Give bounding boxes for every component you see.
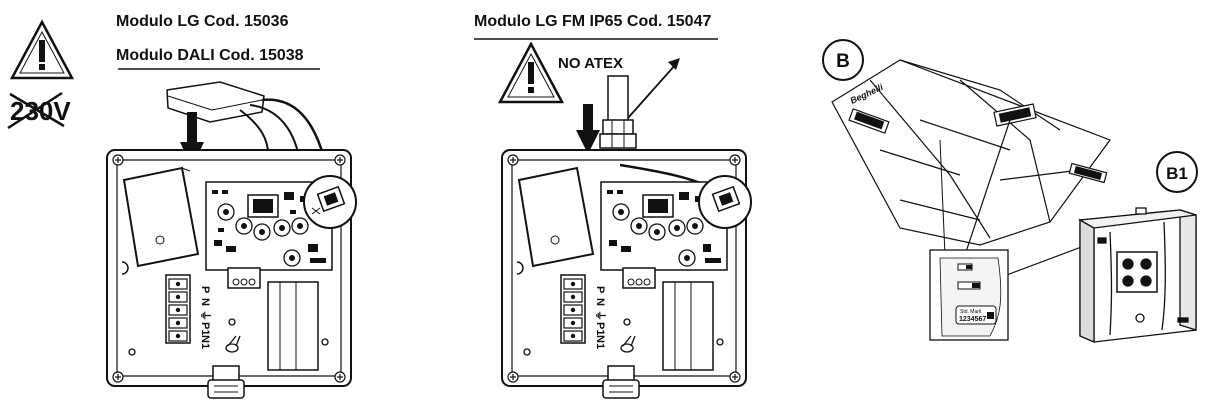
- cross-line: [9, 92, 65, 128]
- vertical-module: [599, 58, 680, 149]
- callout-b: B: [822, 39, 864, 81]
- label-card: Std. Mark 1234567: [929, 249, 1009, 341]
- svg-text:B1: B1: [1166, 164, 1188, 183]
- callout-b1: B1: [1156, 151, 1198, 193]
- cross-line: [7, 91, 63, 130]
- pin-label: P1: [199, 322, 211, 335]
- panel-1: 230V Modulo LG Cod. 15036 Modulo DALI Co…: [7, 13, 357, 399]
- pin-label: N: [594, 298, 606, 306]
- warning-triangle-icon: [9, 19, 75, 80]
- module-label-dali: Modulo DALI Cod. 15038: [116, 47, 304, 64]
- enclosure-box: P N ⏚ P1 N1: [106, 149, 357, 399]
- panel-2: Modulo LG FM IP65 Cod. 15047 NO ATEX: [474, 13, 752, 399]
- leader-line: [964, 119, 1011, 256]
- module-label-lg: Modulo LG Cod. 15036: [116, 13, 289, 30]
- pin-label: P: [594, 286, 606, 293]
- leader-line: [939, 139, 946, 256]
- pin-label: N: [199, 298, 211, 306]
- pin-label: N1: [199, 335, 211, 349]
- pin-label: N1: [594, 335, 606, 349]
- warning-triangle-icon: [497, 41, 565, 104]
- enclosure-box: P N ⏚ P1 N1: [501, 149, 752, 399]
- pin-label: P: [199, 286, 211, 293]
- pin-label: ⏚: [199, 310, 212, 321]
- down-arrow-icon: [576, 104, 600, 154]
- no-atex-label: NO ATEX: [558, 55, 623, 72]
- product-box-3d: [1077, 207, 1197, 343]
- svg-text:Std. Mark: Std. Mark: [960, 309, 982, 315]
- svg-text:B: B: [836, 51, 850, 72]
- pin-label: P1: [594, 322, 606, 335]
- module-label-fm: Modulo LG FM IP65 Cod. 15047: [474, 13, 711, 30]
- panel-3: B Beghelli: [822, 39, 1198, 343]
- serial-number: 1234567: [959, 316, 986, 323]
- folded-label-sheet: [831, 59, 1111, 246]
- pin-label: ⏚: [594, 310, 607, 321]
